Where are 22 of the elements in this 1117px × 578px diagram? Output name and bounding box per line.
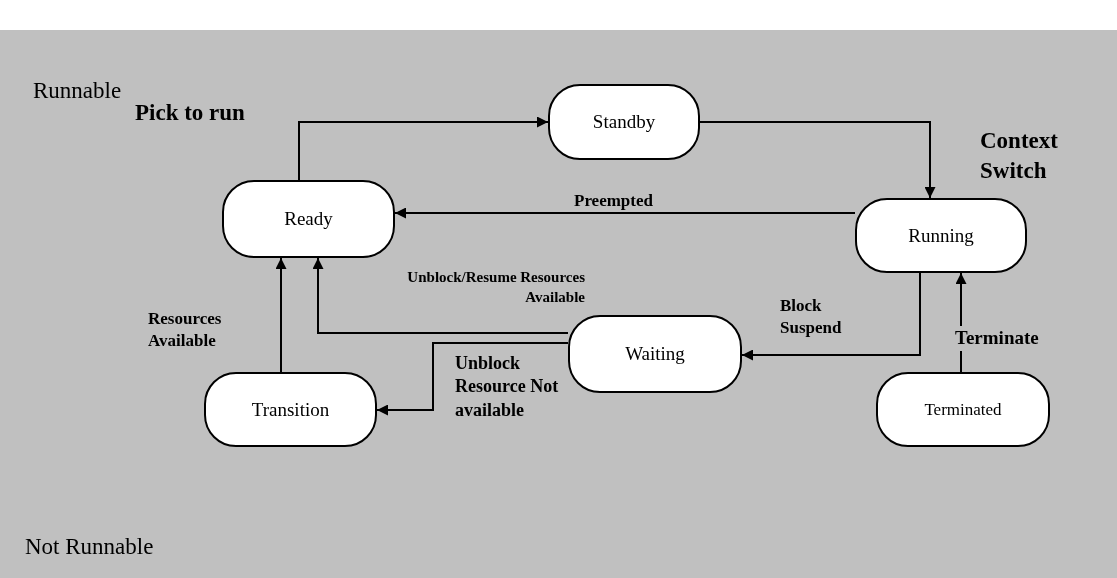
arrow <box>699 121 936 199</box>
state-label: Ready <box>284 208 333 230</box>
state-label: Terminated <box>924 399 1002 420</box>
state-box <box>876 372 1050 447</box>
arrow <box>394 207 856 219</box>
state-box <box>222 180 395 258</box>
arrow <box>298 116 549 181</box>
state-box <box>204 372 377 447</box>
region-label: Not Runnable <box>25 534 154 560</box>
state-label: Transition <box>251 398 330 421</box>
arrow <box>376 342 569 416</box>
state-box <box>568 315 742 393</box>
state-label: Waiting <box>625 343 685 365</box>
state-box <box>548 84 700 160</box>
region-label: Runnable <box>33 78 122 104</box>
arrow <box>741 272 921 361</box>
arrow <box>312 257 569 334</box>
arrow <box>275 257 287 373</box>
edge-label: Terminate <box>955 326 1039 351</box>
state-box <box>855 198 1027 273</box>
state-label: Running <box>908 224 974 247</box>
state-label: Standby <box>592 111 656 133</box>
